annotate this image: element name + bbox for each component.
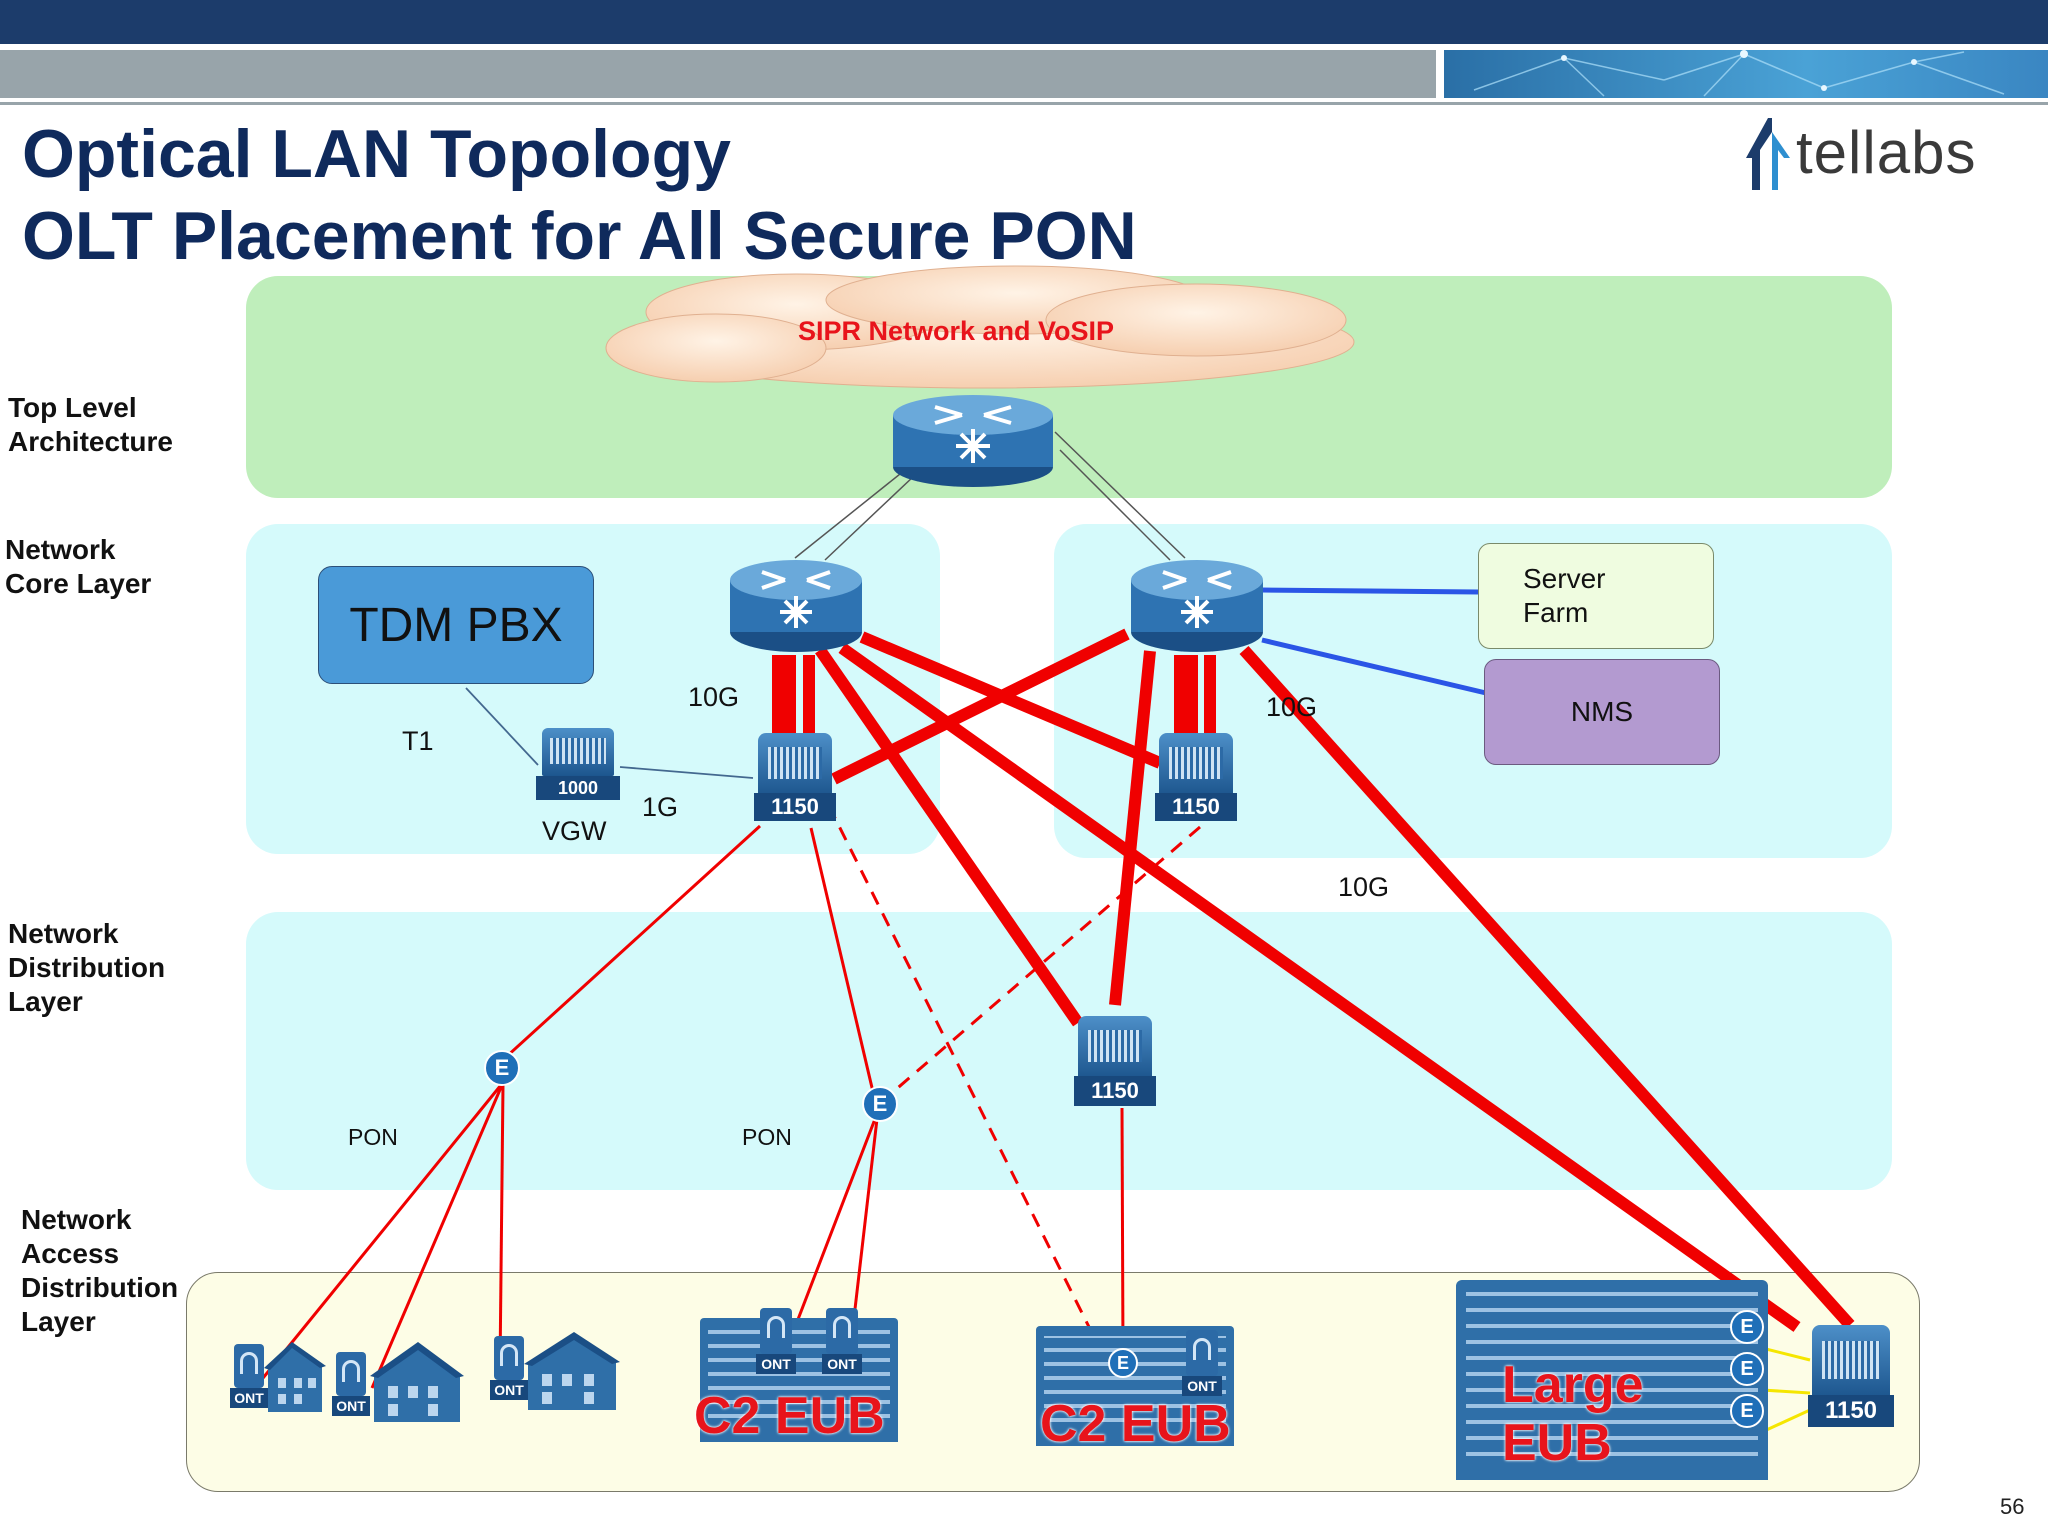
large-eub-building — [1456, 1280, 1768, 1480]
olt-label: 1150 — [1808, 1395, 1894, 1427]
ont-label: ONT — [1182, 1376, 1222, 1396]
link-router-nms — [1261, 637, 1487, 696]
large-eub-label: Large EUB — [1502, 1356, 1644, 1472]
layer-label-distribution: Network Distribution Layer — [8, 918, 166, 1017]
tdm-pbx-box: TDM PBX — [318, 566, 594, 684]
link-left-router-large-olt — [838, 643, 1801, 1332]
pon-label-mid: PON — [742, 1124, 792, 1150]
c2-eub-label-mid: C2 EUB — [1040, 1395, 1231, 1453]
core-router-top — [893, 395, 1053, 487]
link-olt-splitter-mid — [809, 827, 875, 1093]
core-router-left — [730, 560, 862, 652]
ont-device: ONT — [230, 1344, 268, 1412]
link-top-core-left-a — [794, 469, 906, 559]
link-large-splitter-2 — [1761, 1388, 1811, 1395]
olt-1150-core-right: 1150 — [1155, 733, 1237, 823]
ont-label: ONT — [490, 1380, 528, 1400]
link-left-router-dist-olt — [815, 646, 1083, 1027]
ont-label: ONT — [230, 1388, 268, 1408]
tellabs-logo: tellabs — [1738, 108, 2038, 198]
ont-device: ONT — [822, 1308, 862, 1380]
nms-box: NMS — [1484, 659, 1720, 765]
ont-device: ONT — [490, 1336, 528, 1404]
tellabs-logo-text: tellabs — [1796, 119, 1977, 186]
10g-link-label-mid: 10G — [1338, 872, 1390, 902]
layer-label-access: Network Access Distribution Layer — [21, 1204, 179, 1337]
header-top-bar — [0, 0, 2048, 44]
header-divider — [0, 102, 2048, 105]
link-vgw-olt — [619, 766, 754, 779]
slide-title-line-1: Optical LAN Topology — [22, 116, 731, 192]
cloud-label: SIPR Network and VoSIP — [798, 316, 1115, 346]
link-splitter-ont-3 — [498, 1084, 505, 1369]
link-splitter-c2-ont-2 — [850, 1118, 879, 1336]
layer-label-top: Top Level Architecture — [8, 392, 173, 457]
ont-label: ONT — [822, 1354, 862, 1374]
olt-1150-distribution: 1150 — [1074, 1016, 1156, 1108]
olt-label: 1150 — [754, 793, 836, 821]
pon-splitter-icon: E — [1730, 1352, 1764, 1386]
link-right-router-dist-olt — [1109, 650, 1156, 1006]
ont-device: ONT — [332, 1352, 370, 1420]
link-dashed-right-olt-splitter — [892, 825, 1201, 1094]
ont-label: ONT — [332, 1396, 370, 1416]
layer-label-core: Network Core Layer — [5, 534, 152, 599]
link-large-splitter-1 — [1761, 1346, 1811, 1362]
t1-link-label: T1 — [402, 726, 434, 756]
page-number: 56 — [2000, 1494, 2025, 1519]
pon-splitter-icon: E — [1108, 1348, 1138, 1378]
link-top-core-left-b — [824, 474, 916, 561]
link-right-router-large-olt — [1239, 645, 1855, 1330]
1g-link-label: 1G — [642, 792, 679, 822]
c2-eub-label-left: C2 EUB — [694, 1387, 885, 1445]
vgw-device-label: 1000 — [536, 776, 620, 800]
link-olt-splitter-left — [503, 824, 762, 1060]
link-top-core-right-b — [1059, 449, 1171, 561]
house-icon — [264, 1342, 326, 1412]
pon-splitter-icon: E — [1730, 1310, 1764, 1344]
link-large-splitter-3 — [1761, 1408, 1811, 1434]
link-left-router-right-olt — [859, 631, 1163, 769]
link-top-core-right-a — [1054, 431, 1186, 559]
olt-1150-core-left: 1150 — [754, 733, 836, 823]
distribution-panel — [246, 912, 1892, 1190]
pon-splitter-icon: E — [1730, 1394, 1764, 1428]
vgw-1000-device: 1000 — [536, 728, 620, 802]
olt-label: 1150 — [1074, 1076, 1156, 1106]
link-splitter-c2-ont-1 — [790, 1118, 877, 1336]
10g-link-label-left: 10G — [688, 682, 740, 712]
slide-title-line-2: OLT Placement for All Secure PON — [22, 198, 1137, 274]
10g-link-label-right: 10G — [1266, 692, 1318, 722]
link-splitter-ont-2 — [370, 1084, 504, 1389]
house-icon — [524, 1332, 620, 1410]
ont-device: ONT — [756, 1308, 796, 1380]
olt-label: 1150 — [1155, 793, 1237, 821]
link-right-router-left-olt — [831, 628, 1130, 785]
link-dist-olt-c2-mid — [1120, 1107, 1125, 1356]
pon-label-left: PON — [348, 1124, 398, 1150]
ont-device: ONT — [1182, 1330, 1222, 1402]
link-splitter-ont-1 — [261, 1084, 503, 1379]
core-router-right — [1131, 560, 1263, 652]
pon-splitter-icon: E — [862, 1086, 898, 1122]
pon-splitter-icon: E — [484, 1050, 520, 1086]
house-icon — [370, 1342, 464, 1422]
link-router-server-farm — [1261, 587, 1479, 595]
tellabs-logo-icon — [1746, 118, 1790, 190]
link-dashed-olt-c2-mid — [827, 805, 1105, 1356]
ont-label: ONT — [756, 1354, 796, 1374]
c2-eub-building-left — [700, 1318, 898, 1442]
olt-1150-large-eub: 1150 — [1808, 1325, 1894, 1429]
vgw-label: VGW — [542, 816, 607, 846]
header-grey-bar — [0, 50, 1436, 98]
server-farm-box: Server Farm — [1478, 543, 1714, 649]
link-pbx-vgw — [465, 687, 539, 766]
sipr-cloud — [605, 265, 1355, 389]
header-network-image — [1444, 50, 2048, 98]
